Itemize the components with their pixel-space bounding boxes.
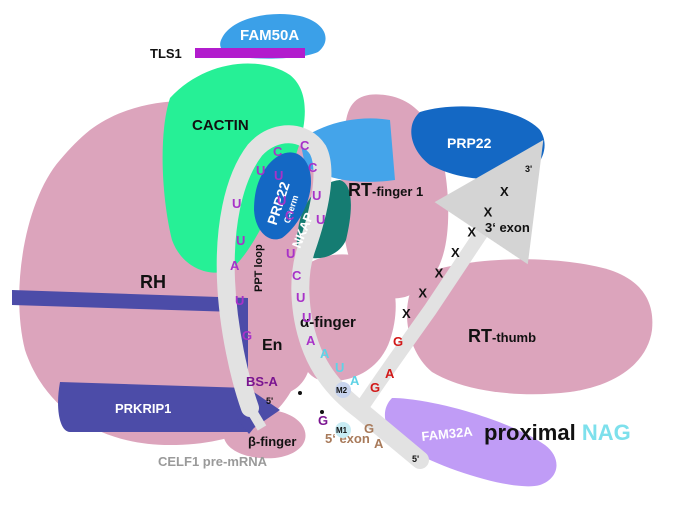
rt-thumb-domain xyxy=(406,259,653,395)
rt-thumb-label-sub: -thumb xyxy=(492,330,536,345)
nucleotide-8: U xyxy=(256,163,265,178)
prp22-cterm-domain xyxy=(254,152,311,240)
m1-ion xyxy=(335,422,351,438)
nucleotide-21: A xyxy=(350,373,360,388)
nucleotide-10: U xyxy=(312,188,321,203)
proximal-word: proximal xyxy=(484,420,576,445)
fam32a-domain xyxy=(384,398,557,487)
nucleotide-7: G xyxy=(242,328,252,343)
rna-exon3-backbone xyxy=(353,140,544,417)
beta-finger-label: β-finger xyxy=(248,434,296,449)
nucleotide-13: U xyxy=(316,212,325,227)
five-prime-exon-label: 5‘ exon xyxy=(325,431,370,446)
fam50a-domain xyxy=(220,14,326,59)
alpha-finger-label: α-finger xyxy=(300,314,356,331)
nucleotide-0: C xyxy=(273,144,283,159)
nucleotide-24: G xyxy=(393,334,403,349)
nucleotide-9: C xyxy=(285,208,295,223)
prp22-top-label: PRP22 xyxy=(447,135,492,151)
rt-thumb-label-main: RT xyxy=(468,326,492,346)
prkrip1-label: PRKRIP1 xyxy=(115,401,171,416)
exon3-x-4: X xyxy=(467,225,476,240)
exon3-x-6: X xyxy=(500,184,509,199)
nucleotide-12: C xyxy=(300,138,310,153)
three-prime-exon-label: 3‘ exon xyxy=(485,220,530,235)
cactin-domain xyxy=(162,63,305,273)
prkrip1-body xyxy=(58,382,280,432)
proximal-nag-label: proximal NAG xyxy=(484,420,631,445)
rt-finger1-label-sub: -finger 1 xyxy=(372,184,423,199)
nucleotide-3: U xyxy=(232,196,241,211)
celf1-premrna-label: CELF1 pre-mRNA xyxy=(158,454,268,469)
nucleotide-15: C xyxy=(292,268,302,283)
en-label: En xyxy=(262,337,282,354)
bs-a-label: BS-A xyxy=(246,374,278,389)
nucleotide-18: A xyxy=(306,333,316,348)
en-domain xyxy=(244,299,311,395)
nucleotide-1: U xyxy=(274,168,283,183)
rna-backbone xyxy=(216,125,429,469)
nucleotide-19: A xyxy=(320,346,330,361)
nucleotide-14: U xyxy=(286,246,295,261)
tls1-label: TLS1 xyxy=(150,46,182,61)
cactin-label: CACTIN xyxy=(192,117,249,134)
fam32a-label: FAM32A xyxy=(421,424,474,444)
rt-finger1-label: RT-finger 1 xyxy=(348,180,423,200)
five-prime-end-label: 5' xyxy=(266,396,273,406)
exon3-x-2: X xyxy=(435,265,444,280)
exon3-x-0: X xyxy=(402,306,411,321)
nag-word: NAG xyxy=(582,420,631,445)
catalytic-dot-2 xyxy=(320,410,324,414)
exon5-nucleotide-1: G xyxy=(364,421,374,436)
nucleotide-11: C xyxy=(308,160,318,175)
three-prime-end-label: 3' xyxy=(525,164,532,174)
ppt-loop-label: PPT loop xyxy=(253,244,265,292)
nucleotide-17: U xyxy=(302,310,311,325)
nucleotide-16: U xyxy=(296,290,305,305)
m2-ion xyxy=(335,382,351,398)
nucleotide-4: U xyxy=(236,233,245,248)
nucleotide-23: A xyxy=(385,366,395,381)
catalytic-dot-1 xyxy=(298,391,302,395)
nucleotide-6: U xyxy=(235,293,244,308)
rt-thumb-label: RT-thumb xyxy=(468,326,536,346)
m1-label: M1 xyxy=(336,426,348,435)
five-prime-exon-end-label: 5' xyxy=(412,454,419,464)
rna-5prime-tail xyxy=(245,405,267,431)
m2-label: M2 xyxy=(336,386,348,395)
exon3-x-1: X xyxy=(418,286,427,301)
fam50a-label: FAM50A xyxy=(240,27,299,44)
nucleotide-2: U xyxy=(277,193,286,208)
nucleotide-20: U xyxy=(335,360,344,375)
exon3-x-5: X xyxy=(484,204,493,219)
exon5-nucleotide-2: A xyxy=(374,436,384,451)
exon5-nucleotide-0: G xyxy=(318,413,328,428)
tls1-bar xyxy=(195,48,305,58)
rh-label: RH xyxy=(140,272,166,292)
nucleotide-22: G xyxy=(370,380,380,395)
rt-finger1-label-main: RT xyxy=(348,180,372,200)
exon3-x-3: X xyxy=(451,245,460,260)
nucleotide-5: A xyxy=(230,258,240,273)
